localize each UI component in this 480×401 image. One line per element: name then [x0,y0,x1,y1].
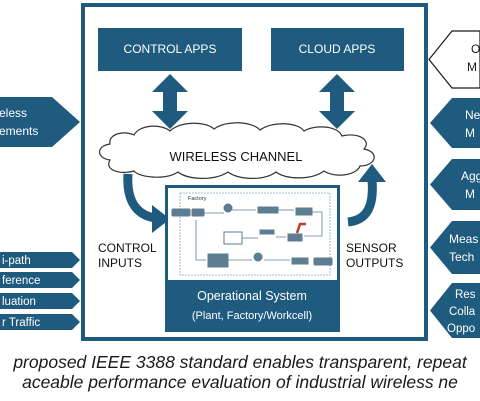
control-inputs-label-line2: INPUTS [98,256,142,270]
right-top-item: Ope M [428,30,480,89]
caption-line-2: aceable performance evaluation of indust… [22,372,458,392]
wireless-channel-label: WIRELESS CHANNEL [170,149,303,164]
caption-line-1: proposed IEEE 3388 standard enables tran… [13,352,467,372]
left-pentagon-line2: ements [0,124,38,138]
control-inputs-label-line1: CONTROL [98,241,157,255]
right-item-4-line3: Oppo [447,323,475,335]
left-item-2-label: ference [2,275,40,287]
operational-system-box: Factory [165,185,340,332]
right-item-4-line2: Colla [449,306,476,318]
factory-robot-arm [295,222,306,234]
factory-label: Factory [188,196,207,202]
right-item-3-line1: Meas [449,232,478,246]
double-arrow-control [152,74,188,129]
sensor-outputs-label-line1: SENSOR [346,241,397,255]
control-apps-label: CONTROL APPS [124,42,217,56]
left-item-2: ference [0,272,80,288]
right-item-2-line1: Agg [461,169,480,183]
right-top-item-line2: M [467,60,477,74]
sensor-outputs-arrow [347,164,386,227]
right-item-4: Res Colla Oppo [430,283,480,338]
left-pentagon-line1: eless [0,106,27,120]
left-pentagon: eless ements [0,97,80,147]
control-apps-box: CONTROL APPS [98,28,242,71]
wireless-channel-cloud: WIRELESS CHANNEL [98,122,375,179]
right-item-1: Ne M [430,98,480,148]
left-item-4-label: r Traffic [2,317,40,329]
sensor-outputs-label-line2: OUTPUTS [346,256,403,270]
left-item-3-label: luation [2,296,36,308]
left-item-1: i-path [0,252,80,268]
right-item-2-line2: M [465,187,475,201]
right-item-4-line1: Res [455,289,476,301]
factory-machinery [171,203,333,268]
right-item-3: Meas Tech [430,221,480,274]
right-item-1-line2: M [465,126,475,140]
operational-system-subtitle: (Plant, Factory/Workcell) [192,310,312,322]
right-item-2: Agg M [430,159,480,210]
operational-system-title: Operational System [197,289,307,303]
control-inputs-arrow [123,173,170,233]
right-item-1-line1: Ne [465,108,480,122]
factory-flow-lines [195,209,323,261]
left-item-1-label: i-path [2,255,31,267]
cloud-apps-label: CLOUD APPS [299,42,376,56]
left-item-3: luation [0,293,80,309]
right-top-item-line1: Ope [471,42,480,56]
right-item-3-line2: Tech [449,250,474,264]
cloud-apps-box: CLOUD APPS [271,28,404,71]
left-item-4: r Traffic [0,314,80,330]
double-arrow-cloud [319,74,355,129]
